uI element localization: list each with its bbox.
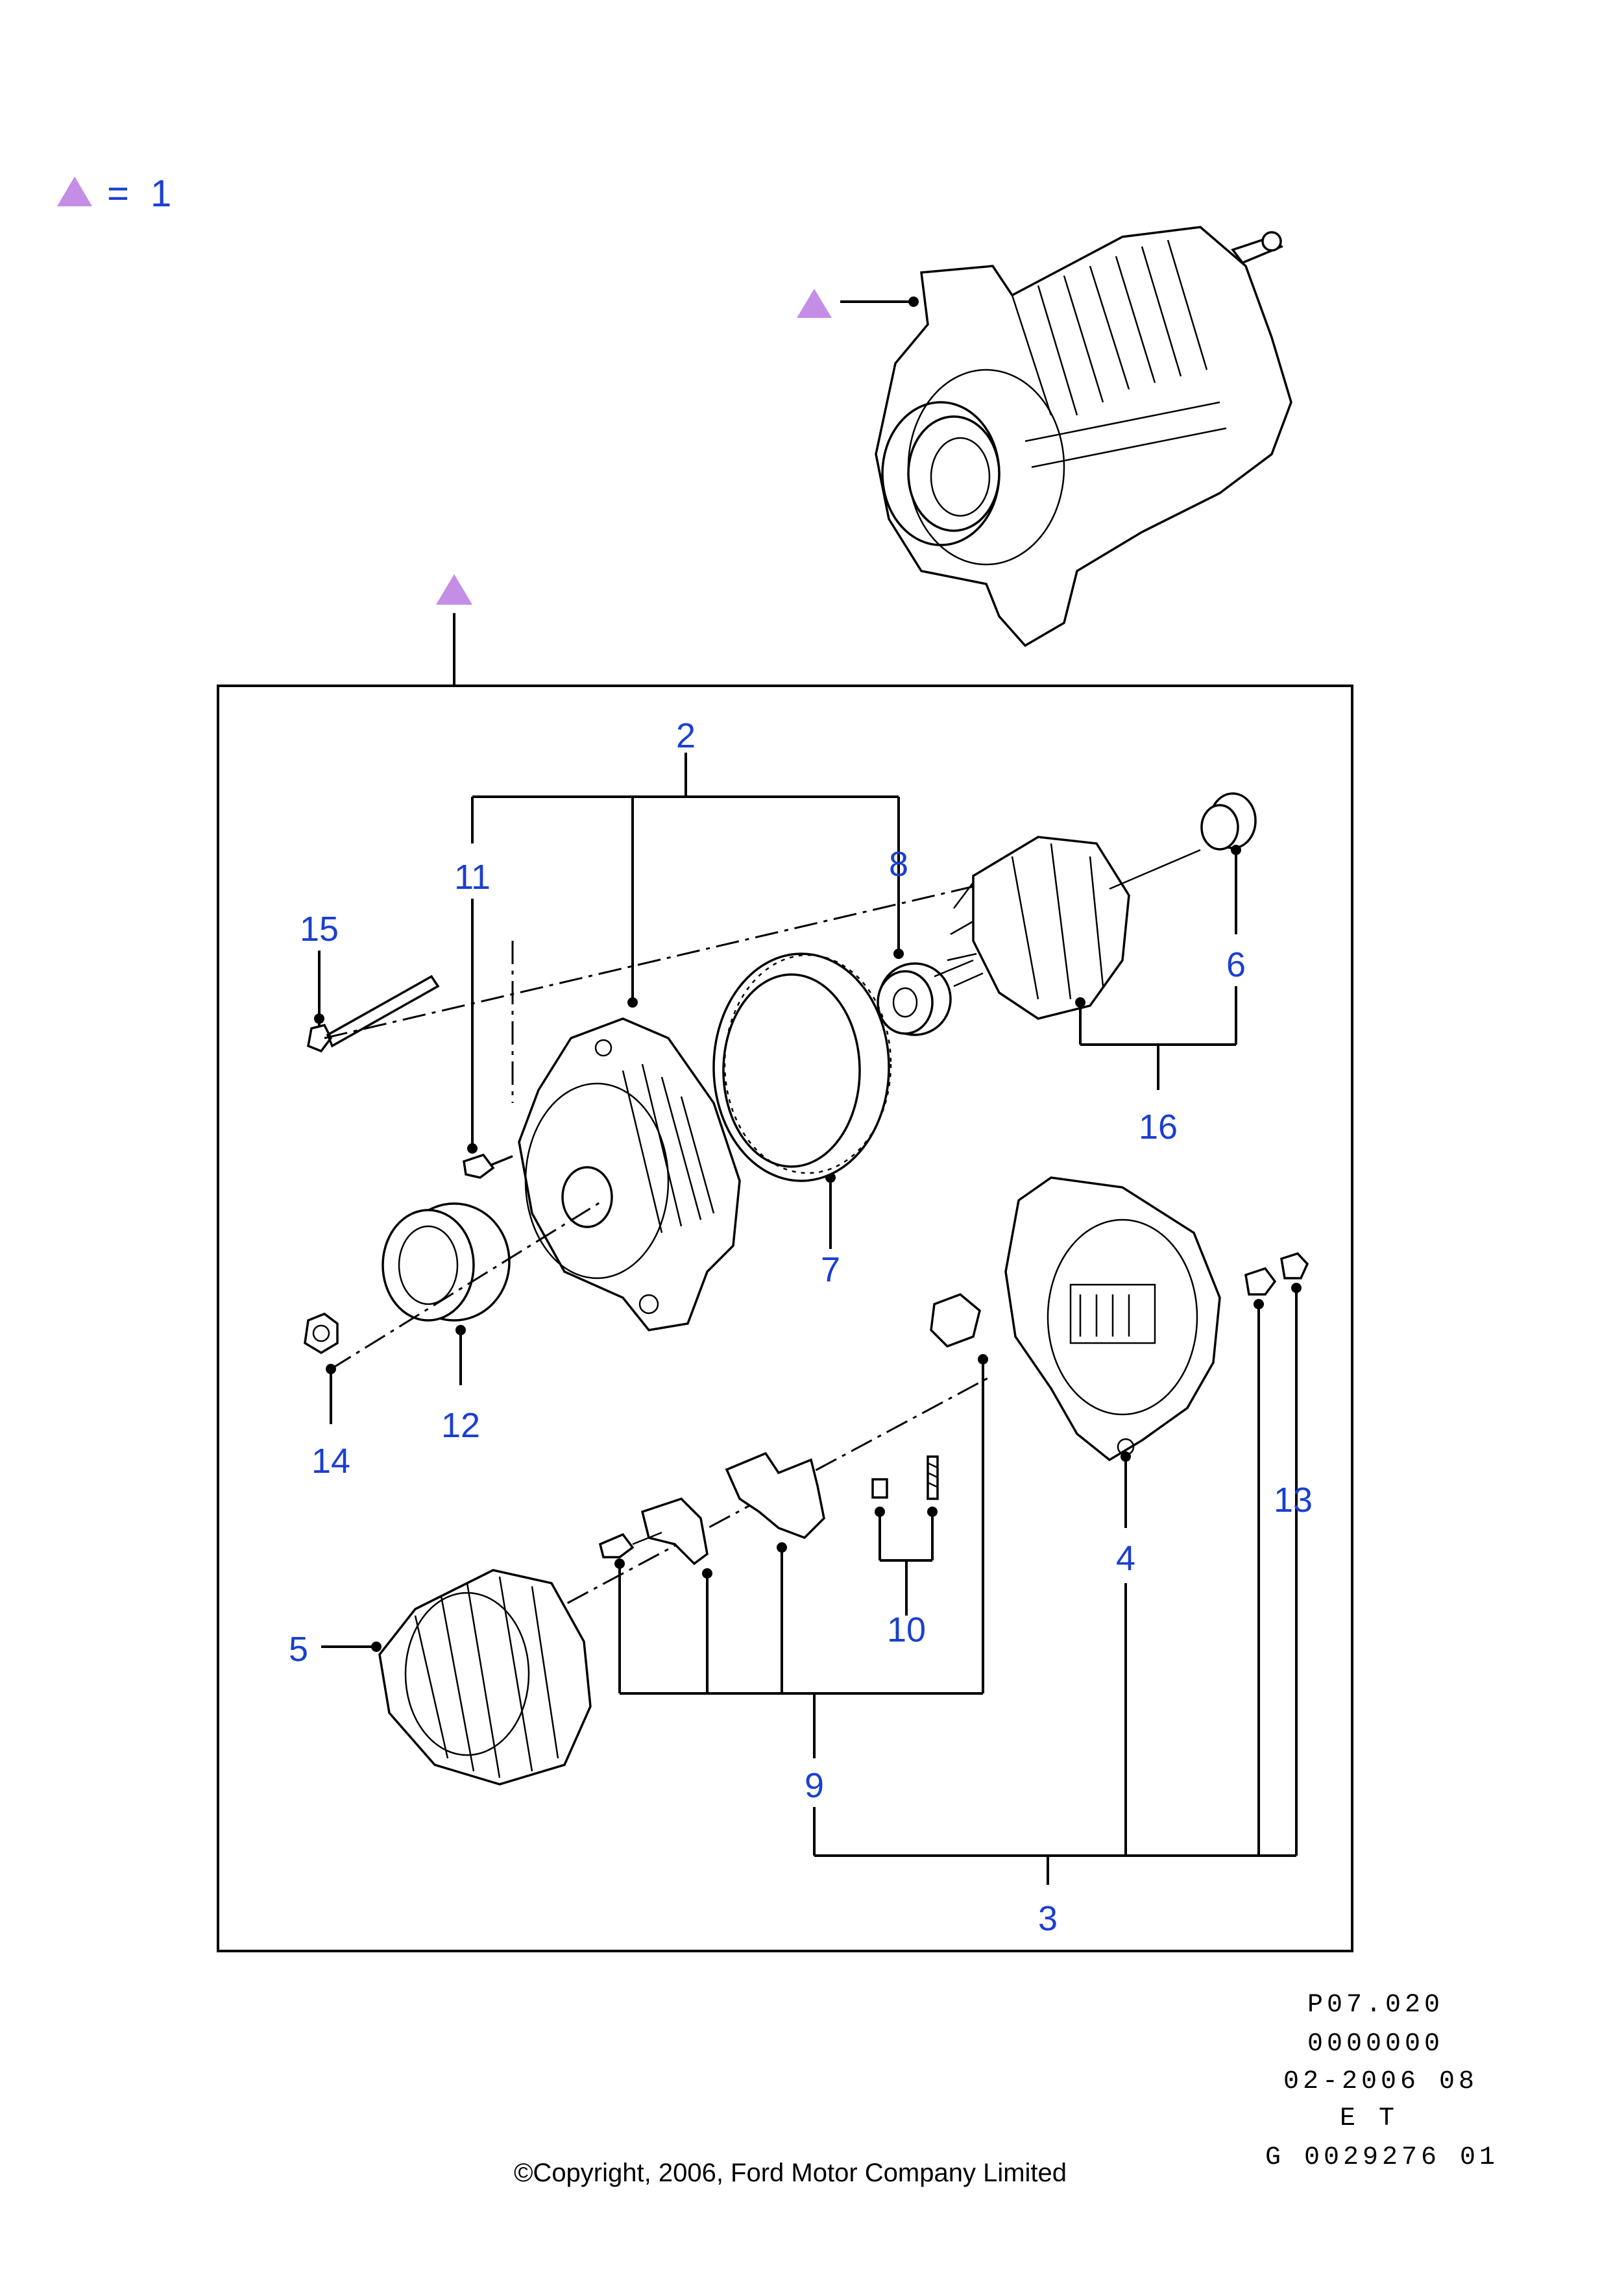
part-2-front-housing: [518, 1017, 741, 1331]
copyright-notice: ©Copyright, 2006, Ford Motor Company Lim…: [514, 2159, 1067, 2187]
reference-block: P07.020 0000000 02-2006 08 E T G 0029276…: [1265, 1991, 1499, 2172]
part-13-nut: [1280, 1252, 1309, 1279]
part-8-bearing: [877, 962, 952, 1036]
callout-9: 9: [805, 1766, 824, 1805]
callout-2-leader: [471, 753, 904, 1008]
callout-3: 3: [1038, 1899, 1058, 1938]
callout-3-leader: [813, 1583, 1296, 1885]
callout-5: 5: [289, 1630, 308, 1669]
callout-9-leader: [614, 1354, 988, 1758]
part-5-stator-winding: [378, 1569, 592, 1786]
exploded-view-frame: [217, 685, 1353, 1952]
callout-13: 13: [1274, 1481, 1313, 1520]
callout-6: 6: [1226, 945, 1246, 984]
part-9-brush-holder: [598, 1293, 981, 1566]
reference-line-4: E T: [1340, 2104, 1398, 2133]
legend-value: 1: [151, 173, 171, 215]
triangle-icon: [436, 574, 472, 605]
part-14-nut: [304, 1313, 339, 1355]
part-11-screw: [463, 1153, 513, 1179]
part-15-bolt: [307, 975, 440, 1053]
part-6-bearing: [1200, 792, 1257, 851]
reference-line-2: 0000000: [1307, 2030, 1444, 2059]
callout-14: 14: [311, 1442, 350, 1481]
part-4-rear-housing: [1004, 1176, 1221, 1462]
callout-15: 15: [300, 910, 339, 949]
legend: = 1: [57, 173, 171, 215]
alternator-assembly-drawing: [797, 226, 1292, 648]
part-13-washer: [1244, 1267, 1277, 1296]
triangle-icon: [797, 289, 832, 318]
callout-16: 16: [1139, 1108, 1178, 1146]
reference-line-3: 02-2006 08: [1283, 2067, 1478, 2096]
callout-8: 8: [889, 845, 908, 884]
callout-10: 10: [887, 1610, 926, 1649]
legend-equals: =: [107, 173, 129, 215]
part-12-pulley: [382, 1202, 511, 1322]
reference-line-1: P07.020: [1307, 1991, 1444, 2020]
triangle-icon: [57, 176, 92, 206]
part-16-rotor: [934, 836, 1201, 1020]
callout-11: 11: [454, 858, 491, 897]
callout-2: 2: [676, 716, 696, 755]
reference-line-5: G 0029276 01: [1265, 2143, 1499, 2172]
callout-7: 7: [821, 1250, 840, 1289]
callout-12: 12: [441, 1406, 480, 1445]
part-10-brushes: [871, 1455, 939, 1500]
part-7-stator: [712, 952, 892, 1182]
callout-4: 4: [1116, 1539, 1135, 1578]
